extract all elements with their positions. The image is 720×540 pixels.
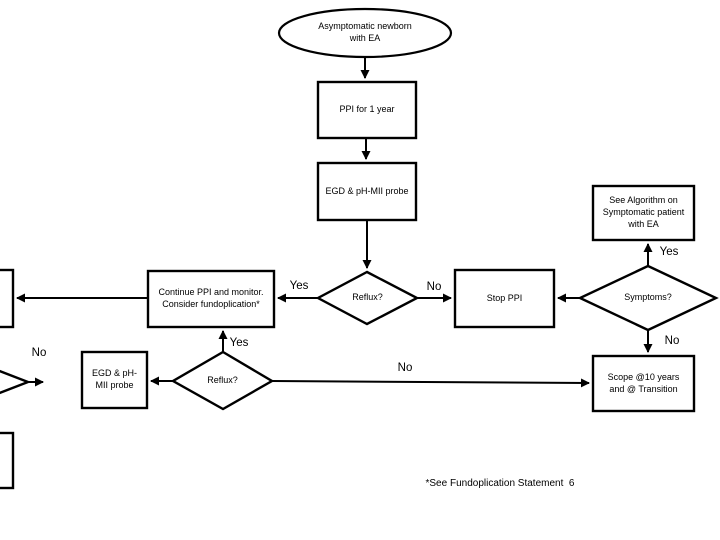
edge-label-reflux-lower-no: No <box>397 362 413 374</box>
edge-label-reflux-lower-yes: Yes <box>229 337 249 349</box>
node-offscreen-box-mid <box>0 268 15 329</box>
edge-label-offscreen-diamond-no: No <box>31 347 47 359</box>
node-reflux-upper-label: Reflux? <box>352 292 383 303</box>
connector-reflux-lower-no-to-scope <box>271 378 590 388</box>
node-stop-ppi-label: Stop PPI <box>486 292 523 303</box>
edge-label-reflux-upper-yes: Yes <box>289 280 309 292</box>
edge-label-symptoms-no: No <box>664 335 680 347</box>
edge-label-symptoms-yes: Yes <box>659 246 679 258</box>
node-egd-probe-upper-label: EGD & pH-MII probe <box>325 185 409 196</box>
node-stop-ppi-box <box>453 268 556 329</box>
footnote-fundoplication: *See Fundoplication Statement 6 <box>425 478 575 489</box>
node-reflux-lower-label: Reflux? <box>207 374 238 385</box>
edge-label-reflux-upper-no: No <box>426 281 442 293</box>
node-offscreen-diamond <box>0 369 32 395</box>
node-continue-ppi-label: Continue PPI and monitor. Consider fundo… <box>158 287 264 309</box>
node-egd-probe-lower-label: EGD & pH- MII probe <box>91 368 137 390</box>
node-scope-box <box>591 354 696 413</box>
node-offscreen-box-bottom <box>0 431 15 490</box>
node-reflux-lower-diamond <box>170 350 275 411</box>
node-see-algorithm-box <box>591 184 696 242</box>
node-symptoms-label: Symptoms? <box>624 292 672 303</box>
node-see-algorithm-label: See Algorithm on Symptomatic patient wit… <box>602 195 685 229</box>
node-start-label: Asymptomatic newborn with EA <box>318 21 412 43</box>
node-ppi-one-year-label: PPI for 1 year <box>339 104 395 115</box>
node-scope-label: Scope @10 years and @ Transition <box>607 371 680 394</box>
node-egd-probe-lower-box <box>80 350 149 410</box>
node-reflux-upper-diamond <box>315 270 420 326</box>
